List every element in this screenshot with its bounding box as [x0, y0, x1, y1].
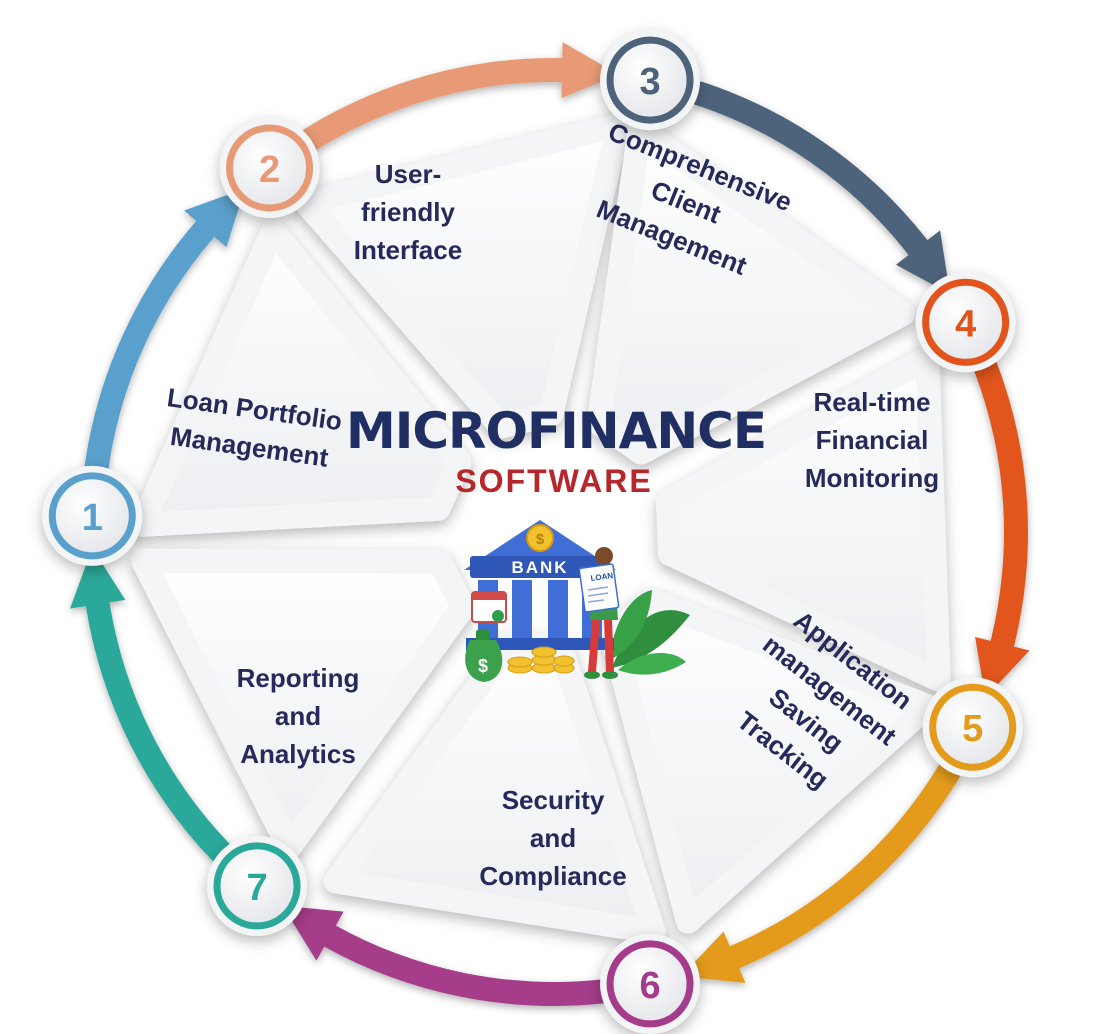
step-panel-7 — [131, 548, 476, 860]
step-badge-7: 7 — [207, 835, 308, 936]
coin-emblem-icon — [526, 524, 554, 552]
svg-text:$: $ — [536, 531, 545, 548]
step-label-line: User- — [375, 159, 441, 189]
step-panel-1 — [130, 218, 472, 537]
step-label-line: Financial — [816, 425, 929, 455]
step-badge-1: 1 — [42, 465, 143, 566]
step-badge-6: 6 — [600, 933, 701, 1034]
step-label-line: and — [530, 823, 576, 853]
step-number: 7 — [246, 867, 267, 909]
ring-arrow-3 — [693, 81, 951, 295]
step-badge-5: 5 — [922, 677, 1023, 778]
ring-arrow-1 — [84, 188, 245, 470]
bank-illustration: BANK $ $ — [464, 520, 690, 682]
step-badge-4: 4 — [915, 272, 1016, 373]
step-number: 1 — [82, 497, 103, 539]
step-label-line: friendly — [361, 197, 455, 227]
cycle-ring — [70, 42, 1030, 1006]
ring-arrow-4 — [974, 362, 1030, 698]
step-label-line: Compliance — [479, 861, 626, 891]
calendar-icon — [471, 591, 507, 623]
loan-document-text: LOAN — [590, 571, 614, 583]
center-title-block: MICROFINANCE SOFTWARE — [346, 402, 767, 499]
step-panel-2 — [294, 113, 631, 439]
step-label-line: Analytics — [240, 739, 356, 769]
step-number: 2 — [259, 149, 280, 191]
coin-stack-icon — [507, 646, 575, 674]
step-badge-2: 2 — [219, 117, 320, 218]
step-label-line: Interface — [354, 235, 462, 265]
step-panel-4 — [656, 345, 951, 692]
step-badges: 1 2 3 4 5 6 7 — [42, 30, 1023, 1034]
step-panels: Loan PortfolioManagementUser-friendlyInt… — [130, 113, 951, 944]
ring-arrow-2 — [302, 42, 619, 151]
step-number: 4 — [955, 303, 976, 345]
step-label-line: Security — [502, 785, 605, 815]
diagram-subtitle: SOFTWARE — [455, 463, 652, 499]
svg-text:$: $ — [478, 656, 488, 676]
person-with-loan-document-icon: LOAN — [578, 547, 620, 679]
step-badge-3: 3 — [600, 30, 701, 131]
diagram-title: MICROFINANCE — [346, 402, 766, 460]
step-panel-3 — [586, 117, 916, 465]
step-label-line: Reporting — [237, 663, 360, 693]
ring-arrow-7 — [70, 548, 231, 862]
step-label-line: and — [275, 701, 321, 731]
ring-arrow-6 — [282, 905, 604, 1006]
step-label-line: Real-time — [813, 387, 930, 417]
money-bag-icon: $ — [465, 630, 503, 682]
plant-leaves-icon — [610, 590, 690, 675]
step-number: 3 — [639, 61, 660, 103]
ring-arrow-5 — [681, 763, 961, 984]
step-label-line: Monitoring — [805, 463, 939, 493]
bank-sign-text: BANK — [511, 558, 568, 577]
step-number: 5 — [962, 708, 983, 750]
step-number: 6 — [639, 965, 660, 1007]
